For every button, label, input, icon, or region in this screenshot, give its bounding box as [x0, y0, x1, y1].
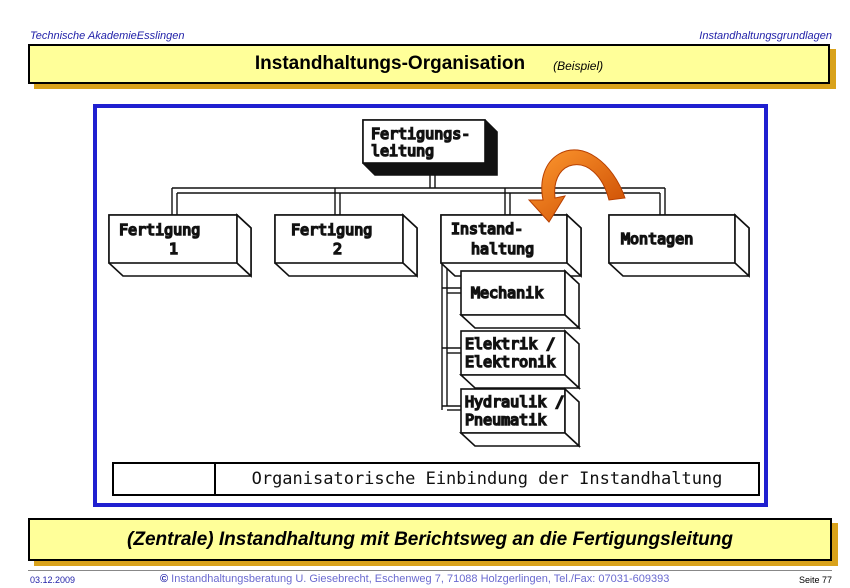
- box-fertigungsleitung-line1: Fertigungs-: [371, 125, 470, 143]
- box-elektrik-line2: Elektronik: [465, 353, 555, 371]
- summary-banner: (Zentrale) Instandhaltung mit Berichtswe…: [28, 518, 832, 561]
- box-fertigung-1-line2: 1: [169, 240, 178, 258]
- caption-box: Organisatorische Einbindung der Instandh…: [112, 462, 760, 496]
- page-title: Instandhaltungs-Organisation: [254, 53, 526, 74]
- box-elektrik-line1: Elektrik /: [465, 335, 555, 353]
- footer-divider: [28, 570, 832, 571]
- title-banner: Instandhaltungs-Organisation (Beispiel): [28, 44, 830, 84]
- footer-date: 03.12.2009: [30, 575, 76, 585]
- box-montagen-label: Montagen: [621, 230, 693, 248]
- org-chart-diagram: Fertigungs- leitung Fertigung 1 Fertigun…: [108, 119, 750, 448]
- header-institution: Technische AkademieEsslingen: [30, 30, 185, 42]
- box-mechanik-label: Mechanik: [471, 284, 543, 302]
- box-fertigungsleitung-line2: leitung: [371, 142, 434, 160]
- connector-lines: [171, 164, 666, 411]
- footer-copyright-text: Instandhaltungsberatung U. Giesebrecht, …: [171, 573, 670, 585]
- header-course: Instandhaltungsgrundlagen: [699, 30, 832, 42]
- box-instandhaltung: Instand- haltung: [440, 213, 582, 278]
- page-subtitle: (Beispiel): [553, 58, 604, 73]
- box-mechanik: Mechanik: [458, 269, 582, 330]
- box-instandhaltung-line2: haltung: [471, 240, 534, 258]
- reporting-arrow-icon: [527, 149, 626, 223]
- box-fertigungsleitung: Fertigungs- leitung: [362, 119, 498, 176]
- copyright-icon: ©: [160, 573, 169, 585]
- box-fertigung-2-line2: 2: [333, 240, 342, 258]
- box-fertigung-2: Fertigung 2: [274, 213, 418, 278]
- box-hydraulik-line1: Hydraulik /: [465, 393, 564, 411]
- box-montagen: Montagen: [608, 213, 750, 278]
- org-chart-frame: Fertigungs- leitung Fertigung 1 Fertigun…: [93, 104, 768, 507]
- box-hydraulik: Hydraulik / Pneumatik: [458, 387, 582, 448]
- box-fertigung-2-line1: Fertigung: [291, 221, 372, 239]
- caption-text: Organisatorische Einbindung der Instandh…: [251, 469, 723, 489]
- box-hydraulik-line2: Pneumatik: [465, 411, 546, 429]
- caption-empty-cell: [114, 464, 216, 494]
- box-fertigung-1-line1: Fertigung: [119, 221, 200, 239]
- box-instandhaltung-line1: Instand-: [451, 220, 523, 238]
- box-fertigung-1: Fertigung 1: [108, 213, 252, 278]
- footer-copyright: © Instandhaltungsberatung U. Giesebrecht…: [160, 573, 669, 585]
- footer-page-number: Seite 77: [798, 575, 832, 585]
- box-elektrik: Elektrik / Elektronik: [458, 329, 582, 390]
